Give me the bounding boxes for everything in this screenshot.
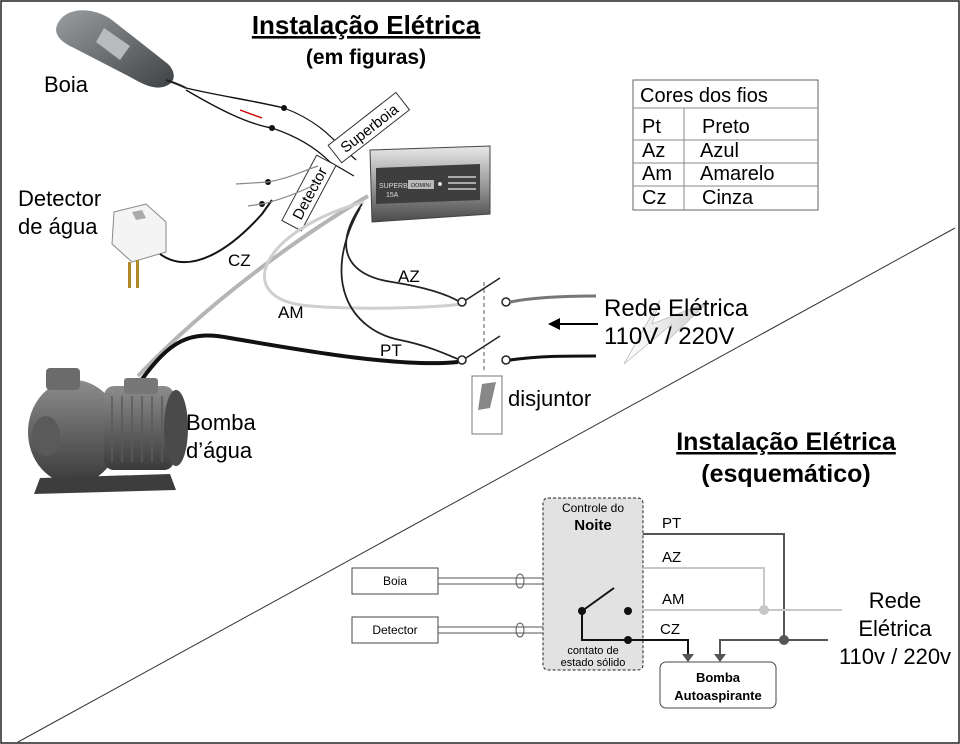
label-rede-1: Rede Elétrica xyxy=(604,295,749,322)
bottom-title: Instalação Elétrica xyxy=(676,428,897,456)
label-bomba-1: Bomba xyxy=(186,410,256,435)
label-rede-2: 110V / 220V xyxy=(604,323,734,350)
legend-name-2: Azul xyxy=(700,140,739,162)
label-boia: Boia xyxy=(44,72,89,97)
schematic-az: AZ xyxy=(662,549,681,566)
schematic-rede-1: Rede xyxy=(869,588,922,613)
legend-code-1: Pt xyxy=(642,116,661,138)
legend-name-4: Cinza xyxy=(702,187,754,209)
schematic-pump-label-1: Bomba xyxy=(696,670,741,685)
contact-label-2: estado sólido xyxy=(561,657,626,669)
schematic-boia-box xyxy=(351,567,439,595)
label-detector-2: de água xyxy=(18,214,98,239)
svg-text:Superboia: Superboia xyxy=(338,101,403,157)
label-am: AM xyxy=(278,303,304,322)
legend-name-1: Preto xyxy=(702,116,750,138)
float-switch-image xyxy=(56,10,187,89)
label-bomba-2: d’água xyxy=(186,438,253,463)
water-pump-image xyxy=(28,368,188,494)
legend-title: Cores dos fios xyxy=(640,85,768,107)
top-title: Instalação Elétrica xyxy=(252,10,481,40)
legend-code-2: Az xyxy=(642,140,665,162)
schematic-rede-2: Elétrica xyxy=(858,616,932,641)
contact-label-1: contato de xyxy=(567,645,618,657)
wire-color-legend: Cores dos fios Pt Preto Az Azul Am Amare… xyxy=(632,79,819,211)
lightning-icon xyxy=(623,299,709,365)
schematic-detector-label: Detector xyxy=(372,623,417,637)
controller-label-1: Controle do xyxy=(562,501,624,515)
schematic-rede-3: 110v / 220v xyxy=(839,644,951,669)
label-pt: PT xyxy=(380,341,402,360)
diagonal-divider xyxy=(17,227,956,743)
svg-text:SUPERBOIA: SUPERBOIA xyxy=(379,183,420,190)
label-disjuntor: disjuntor xyxy=(508,386,591,411)
schematic-boia-label: Boia xyxy=(383,574,407,588)
superboia-device-image: SUPERBOIA 15A DOMINI xyxy=(369,145,491,223)
bottom-subtitle: (esquemático) xyxy=(701,460,870,488)
label-cz: CZ xyxy=(228,251,251,270)
water-detector-image xyxy=(111,199,273,288)
schematic-am: AM xyxy=(662,591,685,608)
breaker-switches xyxy=(457,277,597,435)
legend-name-3: Amarelo xyxy=(700,163,774,185)
schematic-pump-label-2: Autoaspirante xyxy=(674,688,761,703)
schematic-cz: CZ xyxy=(660,621,680,638)
controller-label-2: Noite xyxy=(574,517,612,534)
label-detector-1: Detector xyxy=(18,186,101,211)
schematic-pump-box xyxy=(659,661,777,709)
schematic-pt: PT xyxy=(662,515,681,532)
svg-text:15A: 15A xyxy=(386,192,399,199)
legend-code-4: Cz xyxy=(642,187,666,209)
schematic-detector-box xyxy=(351,616,439,644)
legend-code-3: Am xyxy=(642,163,672,185)
label-az: AZ xyxy=(398,267,420,286)
svg-text:DOMINI: DOMINI xyxy=(411,183,431,189)
top-subtitle: (em figuras) xyxy=(306,46,426,69)
